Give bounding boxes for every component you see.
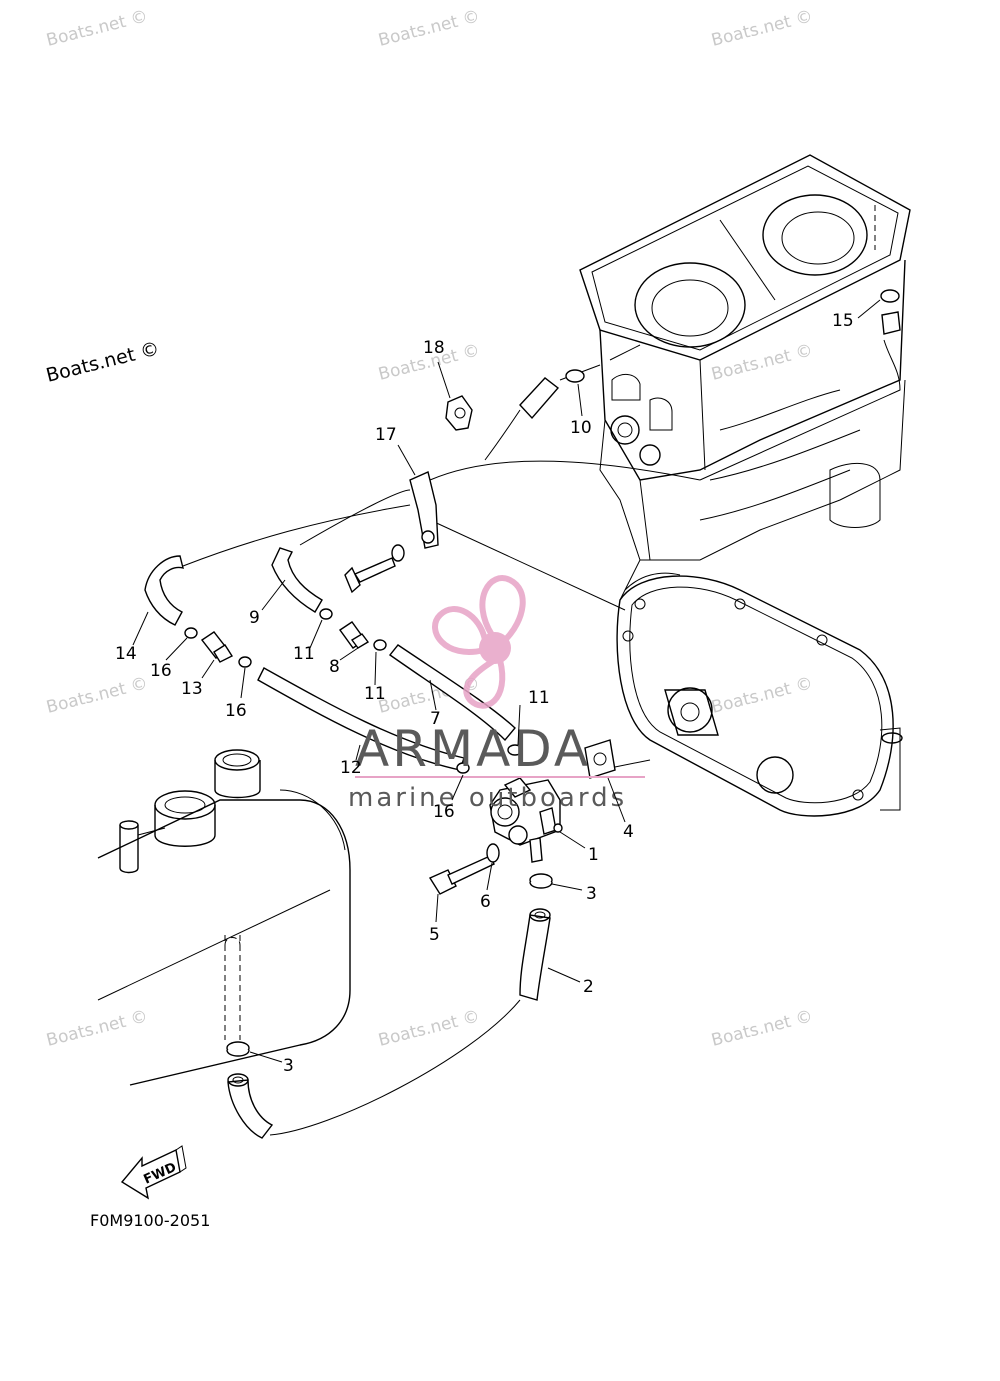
- engine-block: [579, 154, 911, 817]
- callout-3: 3: [586, 884, 597, 904]
- logo-tagline: marine outboards: [348, 783, 627, 813]
- fuel-tank: [97, 749, 351, 1086]
- callout-5: 5: [429, 925, 440, 945]
- fuel-hose-lower: [227, 1073, 274, 1139]
- callout-11: 11: [293, 644, 315, 664]
- fuel-hose-9: [271, 547, 323, 613]
- bracket-17: [344, 471, 439, 594]
- washer-6: [486, 843, 500, 863]
- callout-6: 6: [480, 892, 491, 912]
- watermark-text: Boats.net ©: [44, 673, 149, 717]
- callout-12: 12: [340, 758, 362, 778]
- callout-17: 17: [375, 425, 397, 445]
- callout-labels: 1 2 3 3 4 5 6 7 8 9 10 11 11 11 12 13 14…: [115, 311, 854, 1076]
- diagram-code: F0M9100-2051: [90, 1211, 210, 1230]
- callout-1: 1: [588, 845, 599, 865]
- callout-9: 9: [249, 608, 260, 628]
- callout-7: 7: [430, 709, 441, 729]
- fuel-cock-1: [489, 777, 563, 863]
- callout-14: 14: [115, 644, 137, 664]
- fitting-8: [339, 621, 370, 649]
- clip-18: [445, 395, 473, 431]
- callout-13: 13: [181, 679, 203, 699]
- callout-2: 2: [583, 977, 594, 997]
- gasket-4: [584, 739, 616, 779]
- callout-16: 16: [225, 701, 247, 721]
- callout-3: 3: [283, 1056, 294, 1076]
- watermark-text: Boats.net ©: [709, 6, 814, 50]
- fuel-hose-12: [257, 667, 465, 771]
- callout-10: 10: [570, 418, 592, 438]
- vent-hose-15: [874, 205, 901, 335]
- watermark-text: Boats.net ©: [709, 1006, 814, 1050]
- watermark-text: Boats.net ©: [44, 1006, 149, 1050]
- callout-15: 15: [832, 311, 854, 331]
- watermark-text: Boats.net ©: [376, 6, 481, 50]
- fuel-hose-7: [388, 644, 516, 742]
- callout-4: 4: [623, 822, 634, 842]
- fuel-hose-2: [519, 908, 551, 1001]
- fuel-hose-14: [144, 555, 184, 626]
- callout-11: 11: [528, 688, 550, 708]
- watermark-text-main: Boats.net ©: [44, 337, 162, 386]
- callout-16: 16: [150, 661, 172, 681]
- hose-clamp-3: [226, 873, 553, 1057]
- propeller-icon: [432, 575, 526, 709]
- callout-8: 8: [329, 657, 340, 677]
- watermark-text: Boats.net ©: [376, 1006, 481, 1050]
- vent-hose-10: [519, 369, 585, 420]
- callout-11: 11: [364, 684, 386, 704]
- callout-16: 16: [433, 802, 455, 822]
- callout-18: 18: [423, 338, 445, 358]
- fitting-13: [200, 631, 234, 663]
- watermark-text: Boats.net ©: [44, 6, 149, 50]
- bolt-5: [428, 855, 495, 895]
- leader-lines: [132, 299, 881, 1063]
- logo-wordmark: ARMADA: [355, 720, 591, 778]
- hose-clips: [184, 608, 523, 774]
- forward-arrow-icon: FWD: [120, 1145, 187, 1200]
- armada-logo: ARMADA marine outboards: [348, 575, 645, 813]
- watermark-text: Boats.net ©: [709, 673, 814, 717]
